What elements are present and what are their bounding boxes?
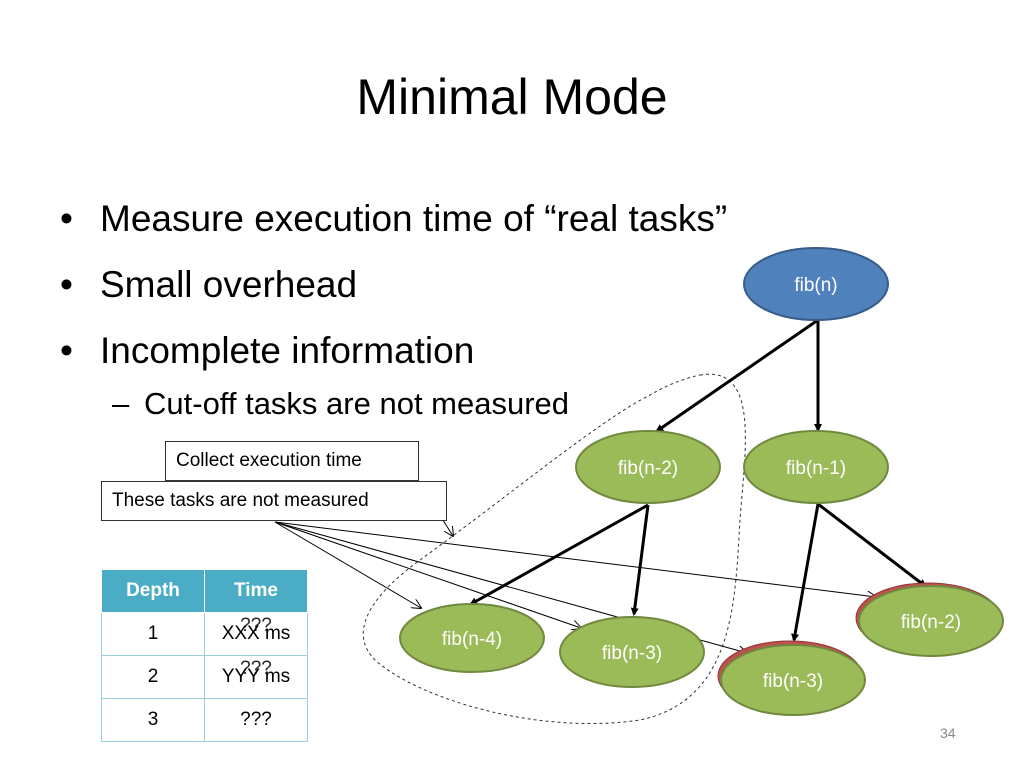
callout-arrow [274,521,581,628]
cutoff-region-outline [362,373,746,725]
tree-node-label: fib(n-3) [602,643,662,664]
sub-bullet-text: Cut-off tasks are not measured [144,386,570,421]
tree-node-fib-n-2: fib(n-2) [575,430,721,504]
callout-collect-execution-time: Collect execution time [165,441,419,481]
depth-cell: 3 [101,698,205,742]
time-cell: YYY ms ??? [204,655,308,699]
table-header-row: Depth Time [101,569,308,613]
bullet-item: • Small overhead [60,252,727,318]
bullet-text: Small overhead [100,264,358,305]
tree-node-label: fib(n-2) [901,612,961,633]
tree-node-fib-n-4: fib(n-4) [399,603,545,673]
edge-n1-to-n2 [817,502,927,588]
time-overlay: ??? [240,615,272,636]
time-cell: ??? [204,698,308,742]
bullet-dot-icon: • [60,330,73,371]
depth-cell: 1 [101,612,205,656]
sub-bullet-item: –Cut-off tasks are not measured [60,384,727,424]
bullet-list: •Measure execution time of “real tasks” … [60,186,727,424]
page-number: 34 [940,725,956,741]
tree-node-label: fib(n-1) [786,458,846,479]
tree-node-label: fib(n-3) [763,671,823,692]
edge-n1-to-n3 [791,503,820,642]
bullet-text: Incomplete information [100,330,475,371]
callout-arrow [274,521,876,597]
tree-node-fib-n-2-right: fib(n-2) [855,582,1004,657]
tree-node-label: fib(n) [794,275,837,296]
depth-time-table: Depth Time 1 XXX ms ??? 2 YYY ms ??? 3 ?… [101,569,308,742]
edge-n2-to-n4 [469,503,649,606]
time-value: XXX ms [221,623,291,644]
edge-n2-to-n3 [630,504,650,616]
header-depth: Depth [101,569,205,613]
dash-icon: – [112,386,130,421]
tree-node-label: fib(n-2) [618,458,678,479]
header-time: Time [204,569,308,613]
bullet-text: Measure execution time of “real tasks” [100,198,728,239]
tree-node-fib-n-1: fib(n-1) [743,430,889,504]
bullet-item: • Measure execution time of “real tasks” [60,186,727,252]
time-overlay: ??? [240,658,272,679]
tree-node-fib-n-3-left: fib(n-3) [559,616,705,688]
tree-node-fib-n-3-right: fib(n-3) [717,640,866,716]
table-row: 1 XXX ms ??? [101,612,308,656]
table-row: 2 YYY ms ??? [101,655,308,699]
tree-node-label: fib(n-4) [442,629,502,650]
callout-arrow [274,521,421,608]
bullet-dot-icon: • [60,264,73,305]
callout-tasks-not-measured: These tasks are not measured [101,481,447,521]
time-value: YYY ms [221,666,291,687]
slide-title: Minimal Mode [356,69,668,125]
time-cell: XXX ms ??? [204,612,308,656]
bullet-item: • Incomplete information [60,318,727,384]
bullet-dot-icon: • [60,198,73,239]
time-value: ??? [240,709,272,730]
edge-root-to-n2 [655,318,819,433]
table-row: 3 ??? [101,698,308,742]
depth-cell: 2 [101,655,205,699]
tree-node-root: fib(n) [743,247,889,321]
